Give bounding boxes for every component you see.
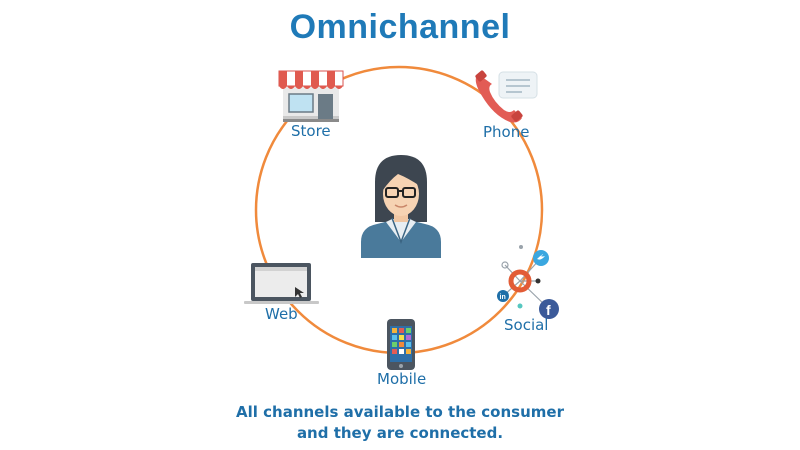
caption-line-1: All channels available to the consumer (236, 403, 564, 421)
laptop-icon (244, 263, 319, 304)
caption-line-2: and they are connected. (296, 424, 504, 442)
phone-icon (475, 70, 538, 123)
channel-label-social: Social (504, 316, 549, 334)
channel-label-mobile: Mobile (377, 370, 427, 388)
channel-label-store: Store (291, 122, 331, 140)
channel-label-web: Web (265, 305, 298, 323)
facebook-icon (539, 299, 559, 319)
svg-text:in: in (500, 294, 506, 301)
mobile-icon (387, 319, 415, 370)
social-network-icon: f in (497, 245, 559, 319)
store-icon (278, 70, 344, 122)
caption: All channels available to the consumer a… (0, 402, 800, 444)
channel-label-phone: Phone (483, 123, 530, 141)
page-title: Omnichannel (289, 8, 511, 46)
consumer-avatar (361, 155, 441, 258)
svg-text:f: f (546, 302, 551, 318)
linkedin-icon (497, 290, 509, 302)
